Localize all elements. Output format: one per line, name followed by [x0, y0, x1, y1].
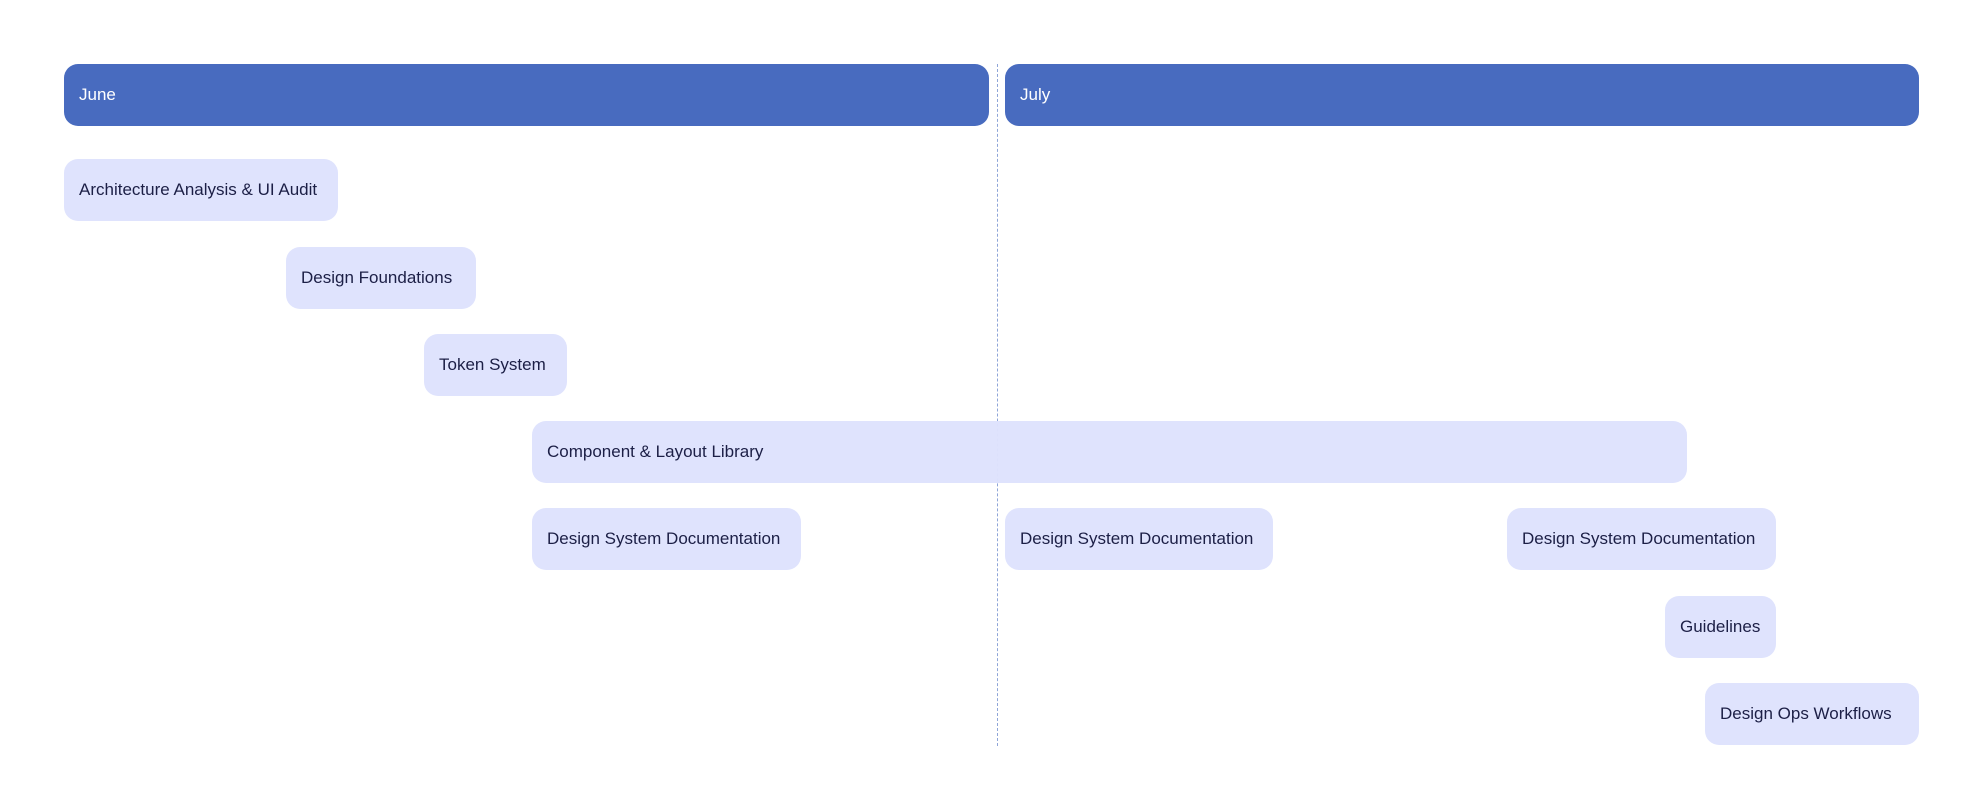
task-bar-design-foundations[interactable]: Design Foundations	[286, 247, 476, 309]
task-label: Design System Documentation	[1522, 529, 1756, 548]
task-bar-guidelines[interactable]: Guidelines	[1665, 596, 1776, 658]
task-bar-component-layout-library[interactable]: Component & Layout Library	[532, 421, 1687, 483]
task-label: Design Foundations	[301, 268, 453, 287]
task-label: Design System Documentation	[547, 529, 781, 548]
task-bar-design-system-documentation-3[interactable]: Design System Documentation	[1507, 508, 1776, 570]
month-header-june: June	[64, 64, 989, 126]
month-divider-line	[997, 64, 998, 746]
task-bar-design-system-documentation-1[interactable]: Design System Documentation	[532, 508, 801, 570]
month-header-july: July	[1005, 64, 1919, 126]
task-label: Component & Layout Library	[547, 442, 764, 461]
task-label: Token System	[439, 355, 546, 374]
task-label: Design Ops Workflows	[1720, 704, 1892, 723]
task-label: Design System Documentation	[1020, 529, 1254, 548]
task-bar-design-system-documentation-2[interactable]: Design System Documentation	[1005, 508, 1273, 570]
month-label: June	[79, 85, 116, 104]
task-bar-design-ops-workflows[interactable]: Design Ops Workflows	[1705, 683, 1919, 745]
task-bar-architecture-analysis[interactable]: Architecture Analysis & UI Audit	[64, 159, 338, 221]
task-label: Guidelines	[1680, 617, 1761, 636]
task-bar-token-system[interactable]: Token System	[424, 334, 567, 396]
month-label: July	[1020, 85, 1051, 104]
task-label: Architecture Analysis & UI Audit	[79, 180, 318, 199]
